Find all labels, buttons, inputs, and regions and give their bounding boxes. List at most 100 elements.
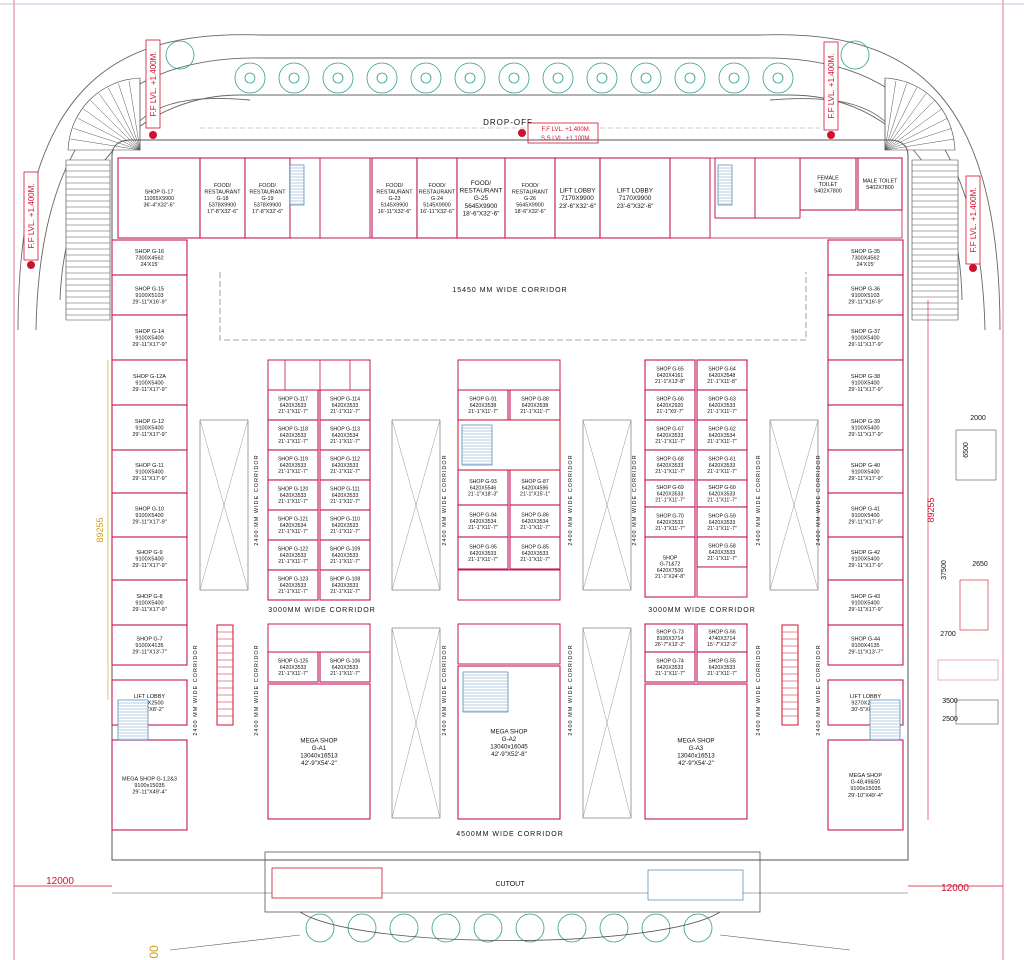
room-label-line: SHOP G-60 xyxy=(708,485,736,491)
block1-small-shops xyxy=(267,359,371,391)
corridor-2400-label: 2400 MM WIDE CORRIDOR xyxy=(568,454,574,545)
room-label-line: G-24 xyxy=(431,196,443,202)
room-label-line: 6420X3533 xyxy=(332,583,359,589)
room-label-line: 6420X3533 xyxy=(709,665,736,671)
room-label-line: SHOP G-110 xyxy=(330,517,360,523)
right-dimensions: 2000 6500 37500 2650 2700 3500 2500 xyxy=(937,415,999,725)
room-label-line: G-71&72 xyxy=(660,562,681,568)
room-label-line: 9100X5400 xyxy=(135,556,163,562)
room-label-line: 9100X5103 xyxy=(851,293,879,299)
staircase xyxy=(869,699,901,741)
tree-symbol xyxy=(454,62,486,94)
service-room xyxy=(319,157,371,239)
tree-symbol xyxy=(599,913,629,943)
ramp-stripe xyxy=(128,80,141,151)
room-label-line: 21'-1"X15'-1" xyxy=(520,492,550,498)
room-label-line: 7170X9900 xyxy=(619,195,652,202)
room-label-line: 29'-11"X17'-9" xyxy=(132,476,166,482)
room-label-line: MEGA SHOP xyxy=(490,729,527,736)
block2-small-shops xyxy=(457,359,561,391)
room-label-line: 21'-1"X11'-7" xyxy=(520,525,550,531)
corridor-2400-label: 2400 MM WIDE CORRIDOR xyxy=(568,644,574,735)
room-label-line: 9100X5400 xyxy=(851,425,879,431)
room-label-line: SHOP G-40 xyxy=(851,463,880,469)
ramp-stripe xyxy=(118,83,141,151)
room-label-line: 9100X4135 xyxy=(851,643,879,649)
room-label-line: 29'-11"X17'-9" xyxy=(132,520,166,526)
room-label-line: 21'-1"X11'-7" xyxy=(278,409,308,415)
ramp-stripe xyxy=(884,93,927,151)
room-label-line: 5402X7800 xyxy=(814,188,842,194)
room-label-line: 6420X3534 xyxy=(280,523,307,529)
tree-symbol xyxy=(674,62,706,94)
room-label-line: LIFT LOBBY xyxy=(850,694,881,700)
level-tag-right-top: F.F LVL. +1.400M. xyxy=(823,41,839,139)
ramp-stripe xyxy=(884,80,897,151)
room-label-line: 9270X2500 xyxy=(851,700,879,706)
block2-bottom-shops xyxy=(457,569,561,601)
room-label-line: 6420X3533 xyxy=(280,583,307,589)
ramp-stripe xyxy=(90,100,141,151)
room-label-line: G-26 xyxy=(524,196,536,202)
room-label-line: 13040x16045 xyxy=(490,743,528,750)
room-label-line: 9100X5400 xyxy=(135,513,163,519)
cutout-label: CUTOUT xyxy=(495,881,525,888)
room-label-line: 21'-1"X13'-8" xyxy=(655,379,685,385)
ramp-stripe xyxy=(98,93,141,151)
top-room-5: FOOD/RESTAURANTG-255645X990018'-6"X32'-6… xyxy=(456,157,506,239)
room-label-line: SHOP G-117 xyxy=(278,397,308,403)
room-label-line: SHOP xyxy=(663,555,678,561)
room-label-line: 9100X5400 xyxy=(851,380,879,386)
ramp-stripe xyxy=(884,100,935,151)
room-label-line: 29'-11"X17'-9" xyxy=(848,520,882,526)
ramp-stripe xyxy=(884,117,948,151)
room-label-line: 5645X9900 xyxy=(465,203,498,210)
room-label-line: SHOP G-12A xyxy=(133,374,166,380)
top-room-1: FOOD/RESTAURANTG-185378X990017'-8"X32'-6… xyxy=(199,157,246,239)
room-label-line: 21'-1"X11'-7" xyxy=(278,529,308,535)
room-label-line: 18'-6"X32'-6" xyxy=(514,209,545,215)
room-label-line: 6420X3538 xyxy=(470,403,497,409)
room-label-line: SHOP G-10 xyxy=(135,506,164,512)
tree-symbol xyxy=(641,913,671,943)
tree-symbol xyxy=(840,40,870,70)
ff-level-side-label: F.F LVL. +1.400M. xyxy=(969,188,978,253)
lower-small-shops-mid xyxy=(457,623,561,665)
corridor-15450-label: 15450 MM WIDE CORRIDOR xyxy=(452,287,567,294)
room-label-line: 6420X3533 xyxy=(332,403,359,409)
room-label-line: 21'-1"X11'-7" xyxy=(655,469,685,475)
room-label-line: 9100x15035 xyxy=(850,786,880,792)
room-label-line: 6420X3533 xyxy=(657,433,684,439)
tree-symbol xyxy=(762,62,794,94)
room-label-line: SHOP G-94 xyxy=(469,513,497,519)
room-label-line: 21'-1"X11'-7" xyxy=(278,499,308,505)
room-label-line: G-23 xyxy=(389,196,401,202)
void-lightwell xyxy=(199,419,249,591)
room-label-line: 13040x16513 xyxy=(300,752,338,759)
room-label-line: MEGA SHOP xyxy=(300,738,337,745)
room-label-line: 29'-10"X49'-4" xyxy=(848,793,883,799)
room-label-line: 23'-6"X32'-6" xyxy=(559,203,596,210)
room-label-line: 7300X4562 xyxy=(851,255,879,261)
